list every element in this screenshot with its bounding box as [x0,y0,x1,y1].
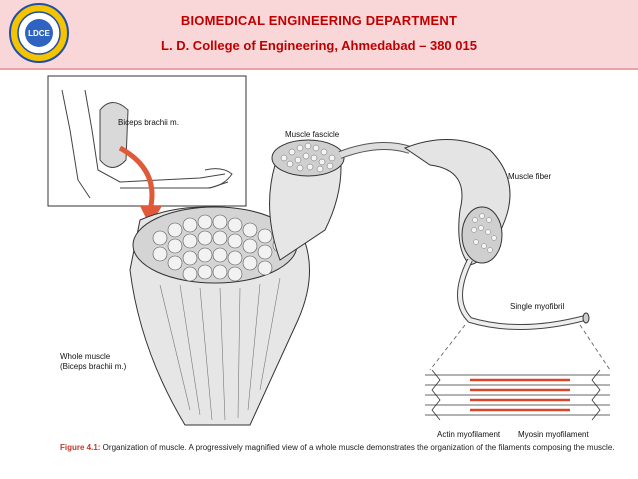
label-biceps: Biceps brachii m. [118,118,179,127]
caption-figure-number: Figure 4.1: [60,443,101,452]
arrow-to-muscle [118,145,155,211]
college-logo: LDCE [9,3,69,63]
muscle-fiber [403,139,511,266]
label-actin: Actin myofilament [437,430,501,439]
muscle-fascicle [269,139,345,261]
figure-caption: Figure 4.1: Organization of muscle. A pr… [60,442,620,453]
department-title: BIOMEDICAL ENGINEERING DEPARTMENT [180,13,458,28]
label-myosin: Myosin myofilament [518,430,589,439]
label-single-myofibril: Single myofibril [510,302,565,311]
svg-text:LDCE: LDCE [28,29,50,38]
label-muscle-fiber: Muscle fiber [508,172,552,181]
caption-text: Organization of muscle. A progressively … [100,443,615,452]
college-address: L. D. College of Engineering, Ahmedabad … [161,38,477,53]
label-whole-muscle-sub: (Biceps brachii m.) [60,362,127,371]
header-banner: LDCE BIOMEDICAL ENGINEERING DEPARTMENT L… [0,0,638,70]
single-myofibril [457,258,586,331]
sarcomere-filaments [425,369,610,421]
label-whole-muscle: Whole muscle [60,352,111,361]
muscle-diagram [47,75,611,426]
label-muscle-fascicle: Muscle fascicle [285,130,340,139]
